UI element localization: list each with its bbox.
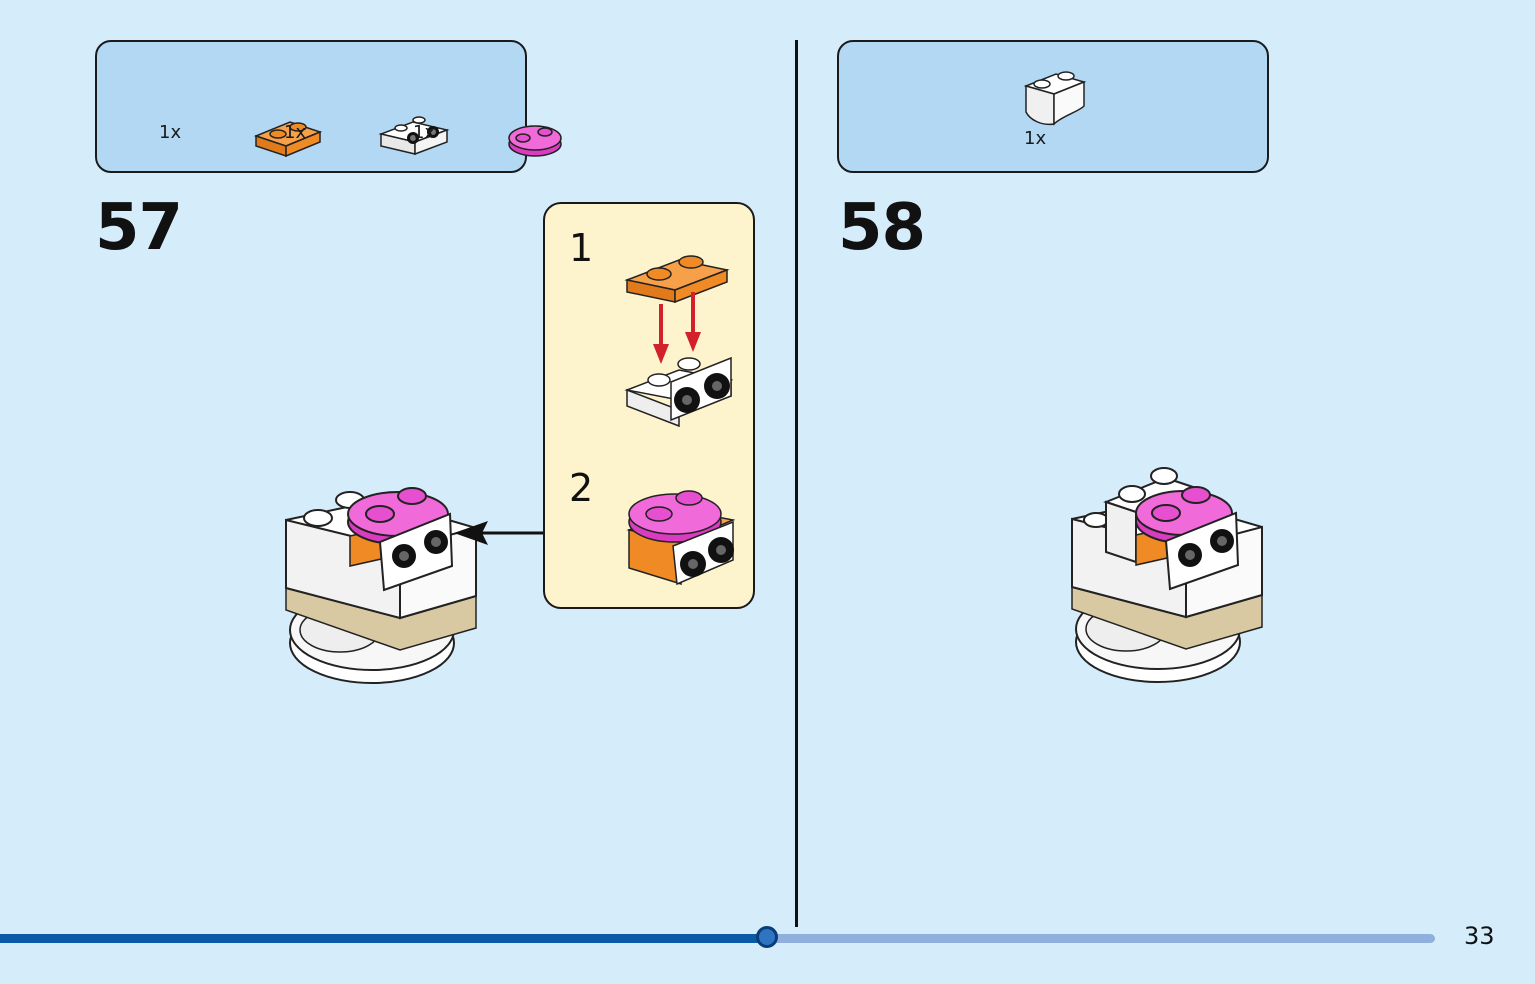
parts-list-step-58: 1x	[837, 40, 1269, 173]
orange-plate-icon	[252, 112, 324, 162]
substep-number-1: 1	[569, 226, 594, 270]
substep-2-illustration	[625, 480, 736, 594]
page-divider	[795, 40, 798, 927]
qty-white-curved-brick: 1x	[1024, 128, 1047, 149]
assembly-arrow	[452, 518, 546, 552]
parts-list-step-57: 1x 1x 1x	[95, 40, 562, 173]
white-curved-brick-icon	[1022, 64, 1088, 130]
model-step-57	[280, 478, 480, 697]
white-bracket-icon	[377, 110, 453, 160]
model-step-58	[1066, 462, 1266, 696]
sub-assembly-callout: 1 2	[543, 202, 755, 609]
page-number: 33	[1464, 922, 1495, 950]
substep-1-illustration	[623, 240, 734, 434]
step-number-58: 58	[838, 191, 926, 265]
qty-orange-plate: 1x	[159, 122, 182, 143]
qty-pink-plate: 1x	[413, 122, 436, 143]
qty-white-bracket: 1x	[284, 122, 307, 143]
step-number-57: 57	[95, 191, 183, 265]
substep-number-2: 2	[569, 466, 594, 510]
progress-knob[interactable]	[756, 926, 778, 948]
progress-fill	[0, 934, 768, 943]
pink-plate-icon	[505, 118, 565, 164]
